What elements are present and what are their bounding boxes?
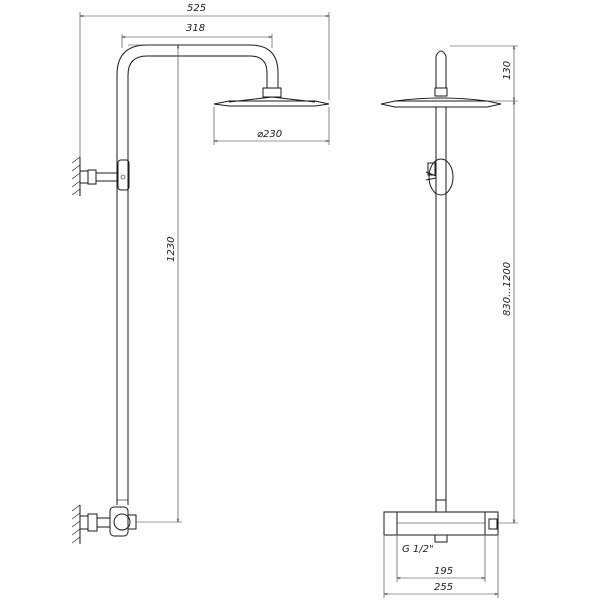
wall-bracket-upper [79, 159, 130, 191]
dimension-inlet-spacing: 195 [396, 536, 486, 582]
dimension-adjustable-height: 830...1200 [498, 101, 518, 524]
front-view: 130 830...1200 G 1/2" 195 255 [380, 45, 518, 598]
riser-rail [116, 44, 279, 505]
dim-label-525: 525 [187, 3, 206, 14]
dimension-head-diameter: ⌀230 [213, 107, 330, 145]
dim-label-255: 255 [434, 582, 453, 593]
thermostatic-mixer [383, 511, 499, 543]
wall-upper-hatch [71, 156, 81, 196]
dimension-total-width: 525 [79, 3, 330, 157]
dim-label-diameter: ⌀230 [257, 129, 282, 140]
slider-holder-front [425, 158, 454, 196]
lower-inlet-side [79, 506, 137, 537]
dim-label-318: 318 [186, 23, 205, 34]
shower-head-front [380, 97, 502, 116]
dim-label-1230: 1230 [166, 237, 177, 262]
wall-lower-hatch [71, 504, 81, 544]
thread-label: G 1/2" [402, 544, 434, 555]
dim-label-130: 130 [502, 61, 513, 80]
shower-head-side [213, 87, 330, 107]
dim-label-830-1200: 830...1200 [502, 262, 513, 316]
dimension-arm-length: 318 [121, 23, 273, 48]
dimension-head-height: 130 [450, 45, 518, 102]
dimension-rail-height: 1230 [128, 44, 182, 523]
dim-label-195: 195 [434, 566, 453, 577]
dimension-mixer-width: 255 [383, 536, 499, 598]
side-view: 525 318 1230 ⌀230 [71, 3, 330, 544]
